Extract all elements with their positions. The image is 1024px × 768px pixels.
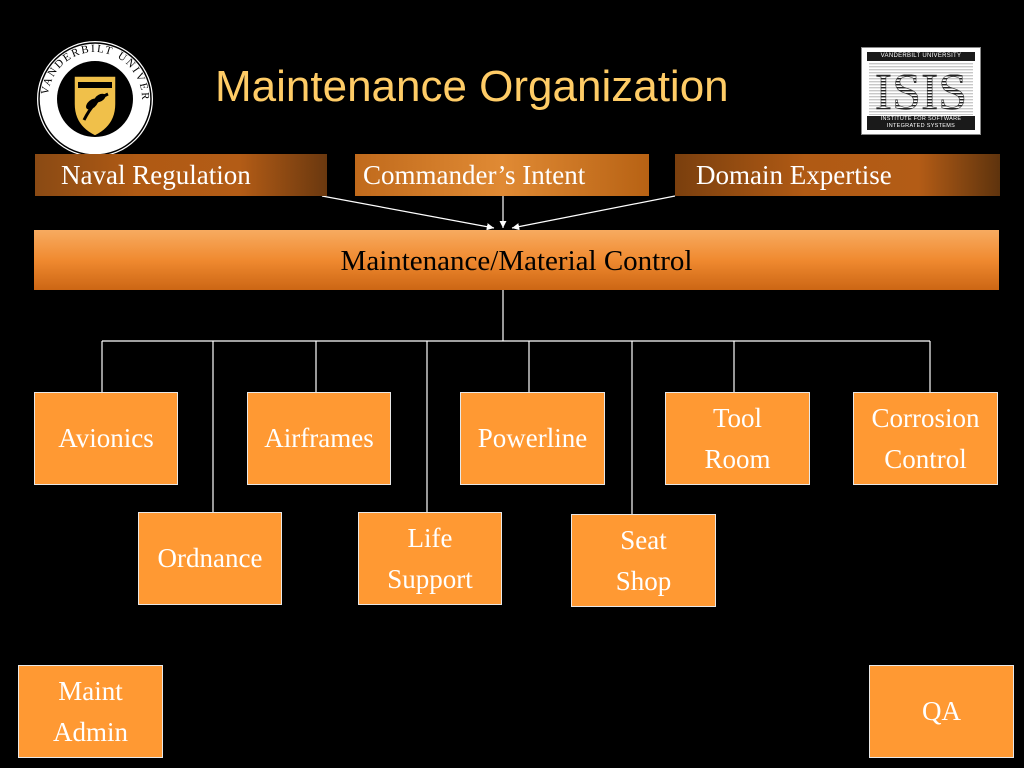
naval-regulation-box: Naval Regulation (35, 154, 327, 196)
isis-logo: VANDERBILT UNIVERSITY ISIS INSTITUTE FOR… (861, 47, 981, 135)
qa-label: QA (922, 696, 961, 727)
seat-shop-box: Seat Shop (571, 514, 716, 607)
domain-expertise-box: Domain Expertise (675, 154, 1000, 196)
tool-room-box: Tool Room (665, 392, 810, 485)
tool-room-label: Tool Room (704, 403, 771, 474)
corrosion-control-box: Corrosion Control (853, 392, 998, 485)
corrosion-control-label: Corrosion Control (871, 403, 980, 474)
isis-footer-text: INSTITUTE FOR SOFTWARE INTEGRATED SYSTEM… (867, 116, 975, 130)
isis-header-text: VANDERBILT UNIVERSITY (867, 52, 975, 61)
avionics-label: Avionics (58, 423, 154, 454)
avionics-box: Avionics (34, 392, 178, 485)
powerline-label: Powerline (477, 423, 588, 454)
maint-admin-box: Maint Admin (18, 665, 163, 758)
ordnance-box: Ordnance (138, 512, 282, 605)
maintenance-material-control-box: Maintenance/Material Control (34, 230, 999, 290)
isis-wordmark-icon: ISIS (869, 63, 973, 115)
life-support-label: Life Support (387, 523, 473, 594)
maint-admin-label: Maint Admin (52, 676, 128, 747)
page-title: Maintenance Organization (215, 62, 729, 111)
qa-box: QA (869, 665, 1014, 758)
seat-shop-label: Seat Shop (615, 525, 672, 596)
life-support-box: Life Support (358, 512, 502, 605)
airframes-label: Airframes (264, 423, 374, 454)
airframes-box: Airframes (247, 392, 391, 485)
ordnance-label: Ordnance (157, 543, 263, 574)
vanderbilt-seal-logo: VANDERBILT UNIVERSITY (29, 29, 156, 160)
powerline-box: Powerline (460, 392, 605, 485)
commanders-intent-box: Commander’s Intent (355, 154, 649, 196)
isis-mark: ISIS (875, 64, 967, 115)
